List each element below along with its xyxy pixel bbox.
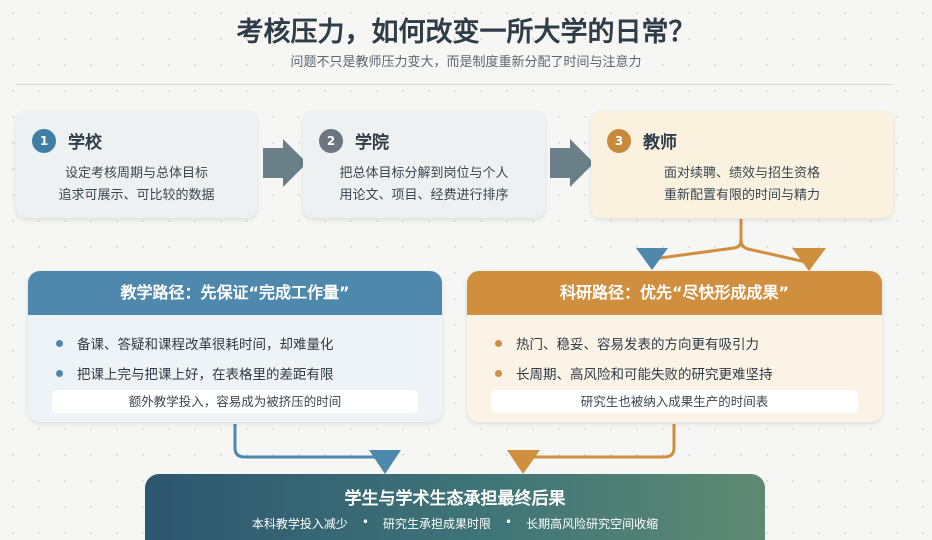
teaching-path-card: 教学路径：先保证“完成工作量” 备课、答疑和课程改革很耗时间，却难量化 把课上完… (28, 271, 442, 422)
bullet-dot-icon (495, 339, 502, 347)
arrow-into-research-icon (792, 248, 826, 271)
research-note: 研究生也被纳入成果生产的时间表 (491, 390, 858, 413)
header-divider (16, 84, 894, 85)
bullet-text: 热门、稳妥、容易发表的方向更有吸引力 (516, 337, 759, 353)
outcome-item: 研究生承担成果时限 (382, 517, 491, 531)
bullet-text: 把课上完与把课上好，在表格里的差距有限 (77, 367, 334, 383)
step-card-college: 2 学院 把总体目标分解到岗位与个人 用论文、项目、经费进行排序 (303, 111, 545, 218)
arrow-research-to-outcome-icon (507, 450, 540, 474)
research-path-title: 科研路径：优先“尽快形成成果” (467, 271, 882, 315)
list-item: 备课、答疑和课程改革很耗时间，却难量化 (56, 328, 334, 358)
step-title: 学校 (68, 133, 102, 153)
research-path-card: 科研路径：优先“尽快形成成果” 热门、稳妥、容易发表的方向更有吸引力 长周期、高… (467, 271, 882, 422)
step-number-badge: 1 (32, 128, 56, 153)
outcome-banner: 学生与学术生态承担最终后果 本科教学投入减少 • 研究生承担成果时限 • 长期高… (145, 474, 765, 540)
arrow-into-teaching-icon (636, 248, 668, 270)
page-subtitle: 问题不只是教师压力变大，而是制度重新分配了时间与注意力 (290, 55, 642, 70)
bullet-text: 长周期、高风险和可能失败的研究更难坚持 (516, 367, 773, 383)
outcome-title: 学生与学术生态承担最终后果 (344, 489, 566, 509)
outcome-item: 本科教学投入减少 (251, 517, 348, 531)
step-title: 教师 (643, 133, 677, 153)
arrow-college-to-teacher-icon (550, 139, 594, 187)
teaching-path-title: 教学路径：先保证“完成工作量” (28, 271, 442, 315)
list-item: 把课上完与把课上好，在表格里的差距有限 (56, 358, 334, 388)
list-item: 长周期、高风险和可能失败的研究更难坚持 (495, 358, 773, 388)
step-line: 设定考核周期与总体目标 (64, 166, 208, 181)
step-line: 用论文、项目、经费进行排序 (339, 188, 509, 203)
bullet-dot-icon (56, 369, 63, 377)
step-line: 面对续聘、绩效与招生资格 (663, 166, 820, 181)
teaching-to-outcome-connector (233, 424, 386, 467)
teacher-split-connector-right (739, 219, 807, 264)
bullet-dot-icon (56, 339, 63, 347)
arrow-teaching-to-outcome-icon (369, 450, 401, 474)
step-title: 学院 (355, 133, 389, 153)
bullet-text: 备课、答疑和课程改革很耗时间，却难量化 (77, 337, 334, 353)
step-number-badge: 2 (319, 128, 343, 153)
arrow-school-to-college-icon (263, 139, 307, 187)
step-line: 追求可展示、可比较的数据 (58, 188, 215, 203)
teacher-split-connector (650, 219, 743, 267)
bullet-dot-icon (495, 369, 502, 377)
step-line: 把总体目标分解到岗位与个人 (339, 166, 509, 181)
outcome-separator: • (361, 515, 369, 529)
list-item: 热门、稳妥、容易发表的方向更有吸引力 (495, 328, 773, 358)
outcome-item: 长期高风险研究空间收缩 (526, 517, 659, 531)
teaching-note: 额外教学投入，容易成为被挤压的时间 (52, 390, 418, 413)
page-title: 考核压力，如何改变一所大学的日常？ (236, 17, 696, 48)
step-number-badge: 3 (607, 128, 631, 153)
research-to-outcome-connector (522, 424, 676, 467)
step-card-teacher: 3 教师 面对续聘、绩效与招生资格 重新配置有限的时间与精力 (591, 111, 893, 218)
outcome-separator: • (505, 515, 513, 529)
step-line: 重新配置有限的时间与精力 (663, 188, 820, 203)
step-card-school: 1 学校 设定考核周期与总体目标 追求可展示、可比较的数据 (16, 111, 257, 218)
